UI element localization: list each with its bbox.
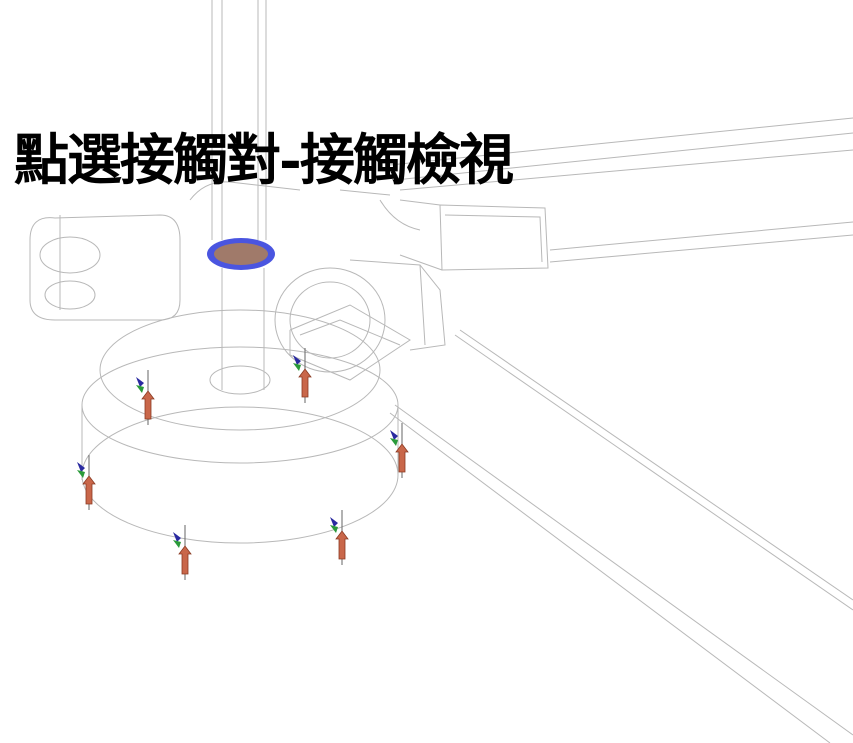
load-arrow-icon[interactable]: [293, 348, 312, 403]
page-title: 點選接觸對-接觸檢視: [14, 127, 514, 192]
load-arrow-icon[interactable]: [390, 423, 409, 478]
load-arrow-icon[interactable]: [136, 370, 155, 425]
contact-face-icon[interactable]: [207, 238, 275, 270]
load-arrow-icon[interactable]: [330, 510, 349, 565]
load-arrow-icon[interactable]: [77, 455, 96, 510]
load-arrows: [77, 348, 409, 580]
load-arrow-icon[interactable]: [173, 525, 192, 580]
